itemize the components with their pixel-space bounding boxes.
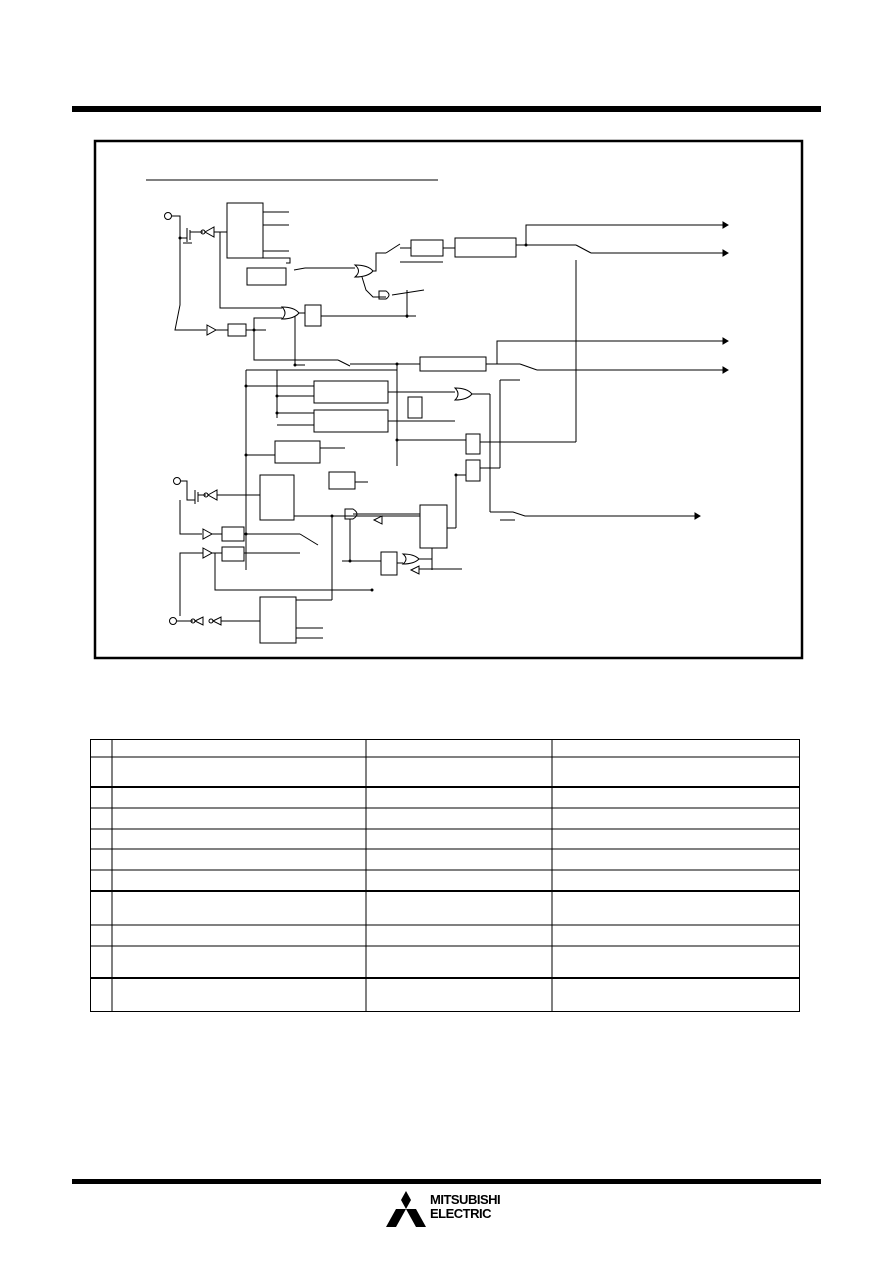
arrow-icon (722, 366, 729, 374)
logic-block (221, 546, 245, 562)
arrow-icon (722, 221, 729, 229)
and-gate-icon (378, 290, 390, 300)
logic-block (227, 323, 247, 337)
block-diagram (93, 139, 804, 660)
pin-terminal (169, 617, 177, 625)
circuit-wiring (164, 202, 729, 644)
counter-block (313, 380, 389, 404)
logic-block (328, 471, 356, 490)
logic-block (246, 267, 287, 286)
or-gate-icon (353, 264, 374, 278)
inverter-icon (193, 616, 204, 626)
pin-terminal (164, 212, 172, 220)
logic-block (454, 237, 517, 258)
inverter-icon (372, 515, 383, 525)
logo-text-line1: MITSUBISHI (430, 1192, 501, 1207)
logic-block (226, 202, 264, 259)
footer-rule (72, 1179, 821, 1184)
buffer-icon (206, 324, 218, 336)
inverter-icon (211, 616, 222, 626)
arrow-icon (722, 337, 729, 345)
buffer-icon (202, 547, 214, 559)
logic-block (274, 440, 321, 464)
logic-block (259, 596, 297, 644)
buffer-icon (202, 528, 214, 540)
or-gate-icon (453, 387, 473, 401)
arrow-icon (722, 249, 729, 257)
table-border (90, 739, 800, 1012)
logic-block (465, 459, 481, 482)
and-gate-icon (344, 508, 358, 520)
logic-block (221, 526, 245, 542)
logic-block (419, 356, 487, 372)
logic-block (465, 433, 481, 455)
counter-block (313, 409, 389, 433)
inverter-icon (203, 226, 215, 238)
mitsubishi-logo: MITSUBISHI ELECTRIC (386, 1190, 526, 1230)
figure-frame (93, 139, 804, 660)
logic-block (304, 304, 322, 327)
three-diamond-logo-icon (386, 1191, 426, 1227)
header-rule (72, 106, 821, 112)
pin-table (90, 739, 800, 1012)
logic-block (410, 239, 444, 257)
logic-block (419, 504, 448, 549)
inverter-icon (206, 489, 218, 501)
inverter-icon (409, 565, 420, 575)
logic-block (407, 396, 423, 419)
pin-terminal (173, 477, 181, 485)
logic-block (259, 474, 295, 521)
arrow-icon (694, 512, 701, 520)
logo-text-line2: ELECTRIC (430, 1206, 492, 1221)
or-gate-icon (401, 553, 420, 565)
or-gate-icon (280, 306, 300, 320)
junction-dots (178, 236, 528, 592)
logic-block (380, 551, 398, 576)
